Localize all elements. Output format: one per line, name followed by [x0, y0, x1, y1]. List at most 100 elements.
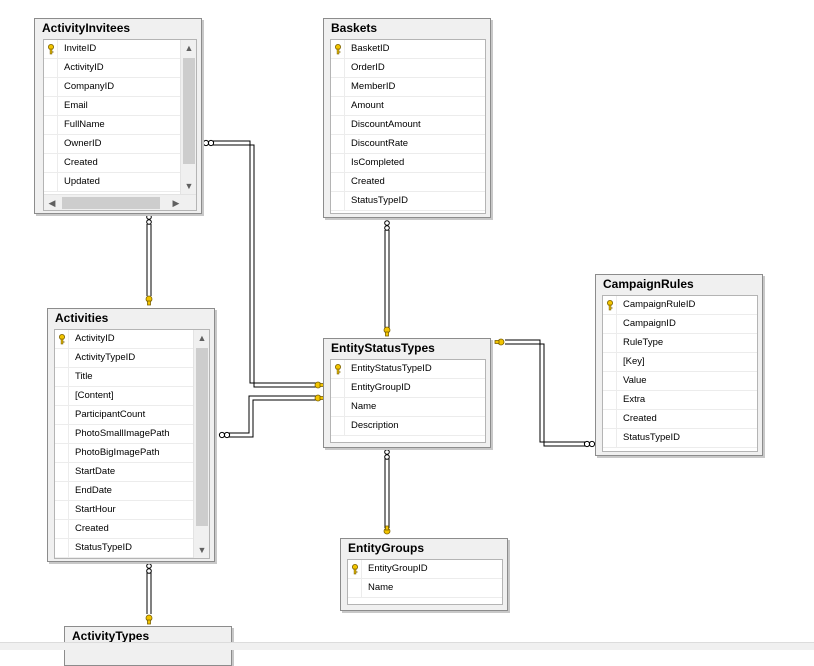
column-name: ActivityID	[64, 62, 104, 73]
column-row[interactable]: ParticipantCount	[55, 406, 209, 425]
column-name: InviteID	[64, 43, 97, 54]
column-row[interactable]: OrderID	[331, 59, 485, 78]
column-row[interactable]: OwnerID	[44, 135, 196, 154]
scrollbar-thumb[interactable]	[183, 58, 195, 164]
chevron-left-icon[interactable]: ◀	[48, 198, 56, 208]
column-row[interactable]: CampaignID	[603, 315, 757, 334]
chevron-up-icon[interactable]: ▲	[197, 333, 207, 343]
chevron-down-icon[interactable]: ▼	[197, 545, 207, 555]
infinity-icon	[218, 431, 231, 439]
column-row[interactable]: MemberID	[331, 78, 485, 97]
column-row[interactable]: ActivityID	[55, 330, 209, 349]
row-selector	[331, 116, 345, 134]
column-name: Title	[75, 371, 93, 382]
column-row[interactable]: [Content]	[55, 387, 209, 406]
infinity-icon	[384, 220, 390, 231]
column-row[interactable]: [Key]	[603, 353, 757, 372]
column-row[interactable]: Name	[348, 579, 502, 598]
column-name: FullName	[64, 119, 105, 130]
scrollbar-thumb[interactable]	[196, 348, 208, 526]
chevron-down-icon[interactable]: ▼	[184, 181, 194, 191]
column-name: Name	[368, 582, 394, 593]
column-row[interactable]: StatusTypeID	[55, 539, 209, 558]
column-name: MemberID	[351, 81, 396, 92]
row-selector	[331, 97, 345, 115]
column-row[interactable]: InviteID	[44, 40, 196, 59]
infinity-icon	[583, 440, 596, 448]
column-row[interactable]: BasketID	[331, 40, 485, 59]
column-row[interactable]: Amount	[331, 97, 485, 116]
row-selector	[603, 315, 617, 333]
table-title: EntityGroups	[348, 541, 425, 555]
row-selector	[44, 40, 58, 58]
column-row[interactable]: EndDate	[55, 482, 209, 501]
column-row[interactable]: FullName	[44, 116, 196, 135]
key-icon	[59, 334, 65, 345]
column-name: StartHour	[75, 504, 116, 515]
column-row[interactable]: EntityStatusTypeID	[331, 360, 485, 379]
row-selector	[55, 444, 69, 462]
column-row[interactable]: CampaignRuleID	[603, 296, 757, 315]
chevron-right-icon[interactable]: ▶	[172, 198, 180, 208]
column-row[interactable]: Name	[331, 398, 485, 417]
column-row[interactable]: StatusTypeID	[603, 429, 757, 448]
row-selector	[55, 539, 69, 557]
column-name: StatusTypeID	[351, 195, 409, 206]
column-row[interactable]: Updated	[44, 173, 196, 192]
row-selector	[44, 97, 58, 115]
horizontal-scrollbar[interactable]: ◀ ▶	[44, 194, 196, 210]
column-row[interactable]: RuleType	[603, 334, 757, 353]
row-selector	[55, 368, 69, 386]
column-name: [Content]	[75, 390, 114, 401]
column-row[interactable]: IsCompleted	[331, 154, 485, 173]
row-selector	[603, 372, 617, 390]
column-row[interactable]: Created	[331, 173, 485, 192]
key-icon	[145, 295, 153, 306]
column-row[interactable]: Email	[44, 97, 196, 116]
column-row[interactable]: ActivityTypeID	[55, 349, 209, 368]
vertical-scrollbar[interactable]: ▲ ▼	[180, 40, 196, 194]
column-name: [Key]	[623, 356, 645, 367]
column-row[interactable]: DiscountAmount	[331, 116, 485, 135]
column-name: ActivityTypeID	[75, 352, 136, 363]
column-name: PhotoBigImagePath	[75, 447, 160, 458]
column-row[interactable]: DiscountRate	[331, 135, 485, 154]
column-name: RuleType	[623, 337, 664, 348]
row-selector	[331, 192, 345, 210]
column-row[interactable]: Created	[55, 520, 209, 539]
column-row[interactable]: Title	[55, 368, 209, 387]
column-row[interactable]: Value	[603, 372, 757, 391]
column-row[interactable]: Created	[44, 154, 196, 173]
row-selector	[603, 334, 617, 352]
key-icon	[145, 614, 153, 625]
row-selector	[55, 425, 69, 443]
row-selector	[331, 360, 345, 378]
column-row[interactable]: CompanyID	[44, 78, 196, 97]
vertical-scrollbar[interactable]: ▲ ▼	[193, 330, 209, 558]
column-name: BasketID	[351, 43, 390, 54]
column-name: IsCompleted	[351, 157, 405, 168]
column-row[interactable]: Description	[331, 417, 485, 436]
canvas-bottom-edge	[0, 642, 814, 650]
table-entity-groups[interactable]: EntityGroups EntityGroupID Name	[340, 538, 508, 611]
column-row[interactable]: EntityGroupID	[348, 560, 502, 579]
column-row[interactable]: PhotoSmallImagePath	[55, 425, 209, 444]
link-campaignrules-entitystatustypes	[505, 339, 585, 443]
column-row[interactable]: StartDate	[55, 463, 209, 482]
column-row[interactable]: StartHour	[55, 501, 209, 520]
column-row[interactable]: Extra	[603, 391, 757, 410]
column-row[interactable]: StatusTypeID	[331, 192, 485, 211]
column-row[interactable]: Created	[603, 410, 757, 429]
column-row[interactable]: ActivityID	[44, 59, 196, 78]
chevron-up-icon[interactable]: ▲	[184, 43, 194, 53]
scrollbar-thumb[interactable]	[62, 197, 160, 209]
column-name: Email	[64, 100, 88, 111]
column-row[interactable]: EntityGroupID	[331, 379, 485, 398]
column-row[interactable]: PhotoBigImagePath	[55, 444, 209, 463]
